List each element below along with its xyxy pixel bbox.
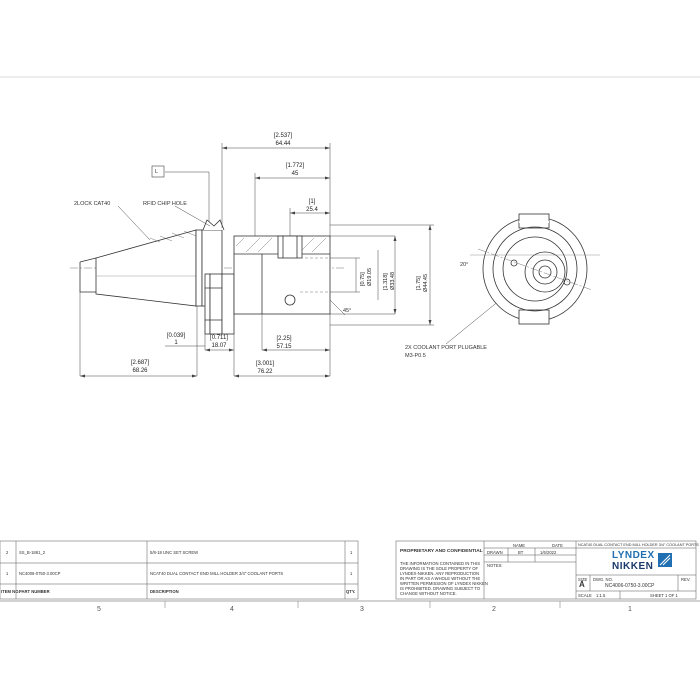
bom-header-qty: QTY. — [346, 589, 356, 594]
date-label: DATE — [552, 543, 563, 548]
size-label: SIZE — [578, 577, 588, 582]
dim-3001-in: [3.001] — [255, 361, 275, 367]
dwg-number: NC4006-0750-3.00CP — [605, 583, 655, 589]
bom-row-1-item: 1 — [6, 571, 9, 576]
dim-1-mm: 25.4 — [306, 207, 318, 213]
dim-0039-mm: 1 — [174, 340, 178, 346]
prop-line: DRAWING IS THE SOLE PROPERTY OF — [400, 566, 479, 571]
zone-ticks — [164, 601, 561, 608]
logo-mark — [658, 553, 672, 567]
dim-2537-mm: 64.44 — [275, 141, 291, 147]
dim-2687-in: [2.687] — [130, 360, 150, 366]
sheet-number: SHEET 1 OF 1 — [650, 593, 678, 598]
prop-text: THE INFORMATION CONTAINED IN THIS DRAWIN… — [400, 561, 488, 596]
drawn-date: 1/6/2022 — [540, 550, 557, 555]
dim-mid-mm: Ø33.48 — [390, 271, 396, 290]
dim-225-mm: 57.15 — [276, 344, 292, 350]
rev-label: REV. — [681, 577, 691, 582]
scale-label: SCALE — [578, 593, 592, 598]
coolant-callout: 2X COOLANT PORT PLUGABLE — [405, 345, 487, 351]
dim-bore-in: [0.75] — [360, 272, 366, 286]
zone-5: 5 — [97, 606, 101, 613]
dim-bore-mm: Ø19.05 — [367, 267, 373, 286]
zone-1: 1 — [628, 606, 632, 613]
dim-outer-in: [1.75] — [416, 276, 422, 290]
detail-label: L — [155, 169, 159, 175]
prop-line: WRITTEN PERMISSION OF LYNDEX NIKKEN — [400, 581, 488, 586]
bom-row-2-desc: 5/8-18 UNC SET SCREW — [150, 550, 199, 555]
dim-0711-mm: 18.07 — [211, 343, 227, 349]
bom-row-2-part: SS_B-1861_2 — [19, 550, 46, 555]
dim-1772-mm: 45 — [291, 171, 299, 177]
size-value: A — [579, 580, 585, 589]
holder-front-view — [470, 213, 600, 325]
drawing-title: NCAT40 DUAL CONTACT END MILL HOLDER 3/4"… — [578, 543, 699, 547]
dim-0711-in: [0.711] — [210, 335, 228, 341]
name-label: NAME — [513, 543, 526, 548]
bom-row-1-part: NC4006-0750-3.00CP — [19, 571, 61, 576]
taper-callout: 2LOCK CAT40 — [74, 201, 111, 207]
prop-line: CHANGE WITHOUT NOTICE. — [400, 591, 457, 596]
rfid-callout: RFID CHIP HOLE — [143, 201, 187, 207]
drawn-name: BT — [518, 550, 524, 555]
dim-225-in: [2.25] — [276, 336, 292, 342]
dim-outer-mm: Ø44.45 — [423, 273, 429, 292]
bom-row-2-item: 2 — [6, 550, 9, 555]
detail-box — [151, 165, 165, 178]
prop-line: THE INFORMATION CONTAINED IN THIS — [400, 561, 481, 566]
dim-3001-mm: 76.22 — [257, 369, 273, 375]
prop-line: IS PROHIBITED. DRAWING SUBJECT TO — [400, 586, 481, 591]
dim-mid-in: [1.318] — [383, 273, 389, 290]
bom-table-lines — [0, 540, 359, 600]
chamfer-label: 45° — [343, 308, 352, 314]
drawn-label: DRAWN — [487, 550, 503, 555]
prop-title: PROPRIETARY AND CONFIDENTIAL — [400, 549, 483, 554]
prop-line: IN PART OR AS A WHOLE WITHOUT THE — [400, 576, 481, 581]
dwg-label: DWG. NO. — [593, 577, 614, 582]
zone-2: 2 — [492, 606, 496, 613]
logo-nikken: NIKKEN — [612, 561, 654, 572]
title-block-lines — [395, 540, 697, 600]
bom-row-1-qty: 1 — [350, 571, 353, 576]
dim-1-in: [1] — [308, 199, 316, 205]
bom-row-2-qty: 1 — [350, 550, 353, 555]
dim-1772-in: [1.772] — [285, 163, 305, 169]
bom-header-desc: DESCRIPTION — [150, 589, 179, 594]
dimension-lines — [79, 143, 501, 377]
bom-header-part: PART NUMBER — [19, 589, 50, 594]
dim-0039-in: [0.039] — [166, 333, 186, 339]
dim-2537-in: [2.537] — [273, 133, 293, 139]
bom-row-1-desc: NCAT40 DUAL CONTACT END MILL HOLDER 3/4"… — [150, 571, 284, 576]
holder-side-view — [70, 219, 345, 335]
zone-4: 4 — [230, 606, 234, 613]
coolant-thread: M3-P0.5 — [405, 353, 426, 359]
zone-3: 3 — [360, 606, 364, 613]
prop-line: LYNDEX-NIKKEN. ANY REPRODUCTION — [400, 571, 480, 576]
dimension-arrows — [80, 146, 432, 378]
logo-lyndex: LYNDEX — [612, 550, 655, 561]
angle-label: 20° — [460, 262, 469, 268]
dim-2687-mm: 68.26 — [132, 368, 148, 374]
scale-value: 1:1.5 — [596, 593, 606, 598]
notes-label: NOTES: — [487, 563, 503, 568]
bom-header-item: ITEM NO. — [1, 589, 20, 594]
